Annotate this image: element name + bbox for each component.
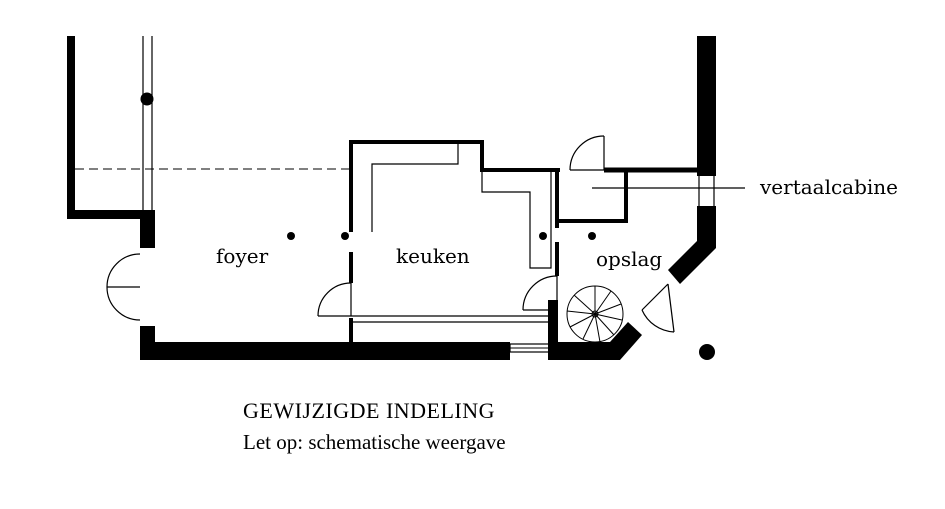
- door-opslag: [522, 275, 558, 311]
- wall-right-upper: [697, 36, 716, 176]
- wall-right-lower: [668, 206, 716, 284]
- caption-subtitle: Let op: schematische weergave: [243, 430, 506, 454]
- room-label-foyer: foyer: [216, 244, 269, 268]
- interior-walls: [75, 36, 745, 353]
- wall-diagonal-bottom: [610, 322, 642, 360]
- wall-kitchen-top: [349, 140, 560, 232]
- column-dot: [539, 232, 547, 240]
- thick-walls: [67, 36, 716, 360]
- wall-left-pillar-top: [140, 210, 155, 248]
- door-keuken: [317, 282, 352, 317]
- door-cabin: [569, 135, 605, 171]
- spiral-stair: [566, 285, 624, 343]
- room-label-keuken: keuken: [396, 244, 470, 268]
- wall-stair-edge: [548, 300, 558, 360]
- column-dot: [341, 232, 349, 240]
- door-swings: [106, 135, 675, 333]
- wall-left-upper: [67, 36, 75, 214]
- caption-title: GEWIJZIGDE INDELING: [243, 398, 496, 423]
- wall-bottom-right: [550, 342, 610, 360]
- column-dot: [588, 232, 596, 240]
- wall-bottom-left: [140, 342, 510, 360]
- column-dot: [287, 232, 295, 240]
- wall-left-step: [67, 210, 155, 219]
- column-dots: [140, 92, 715, 360]
- column-dot-large: [140, 92, 154, 106]
- column-dot-large: [699, 344, 715, 360]
- callout-label: vertaalcabine: [759, 175, 898, 199]
- door-diagonal: [641, 283, 669, 311]
- room-label-opslag: opslag: [596, 247, 662, 271]
